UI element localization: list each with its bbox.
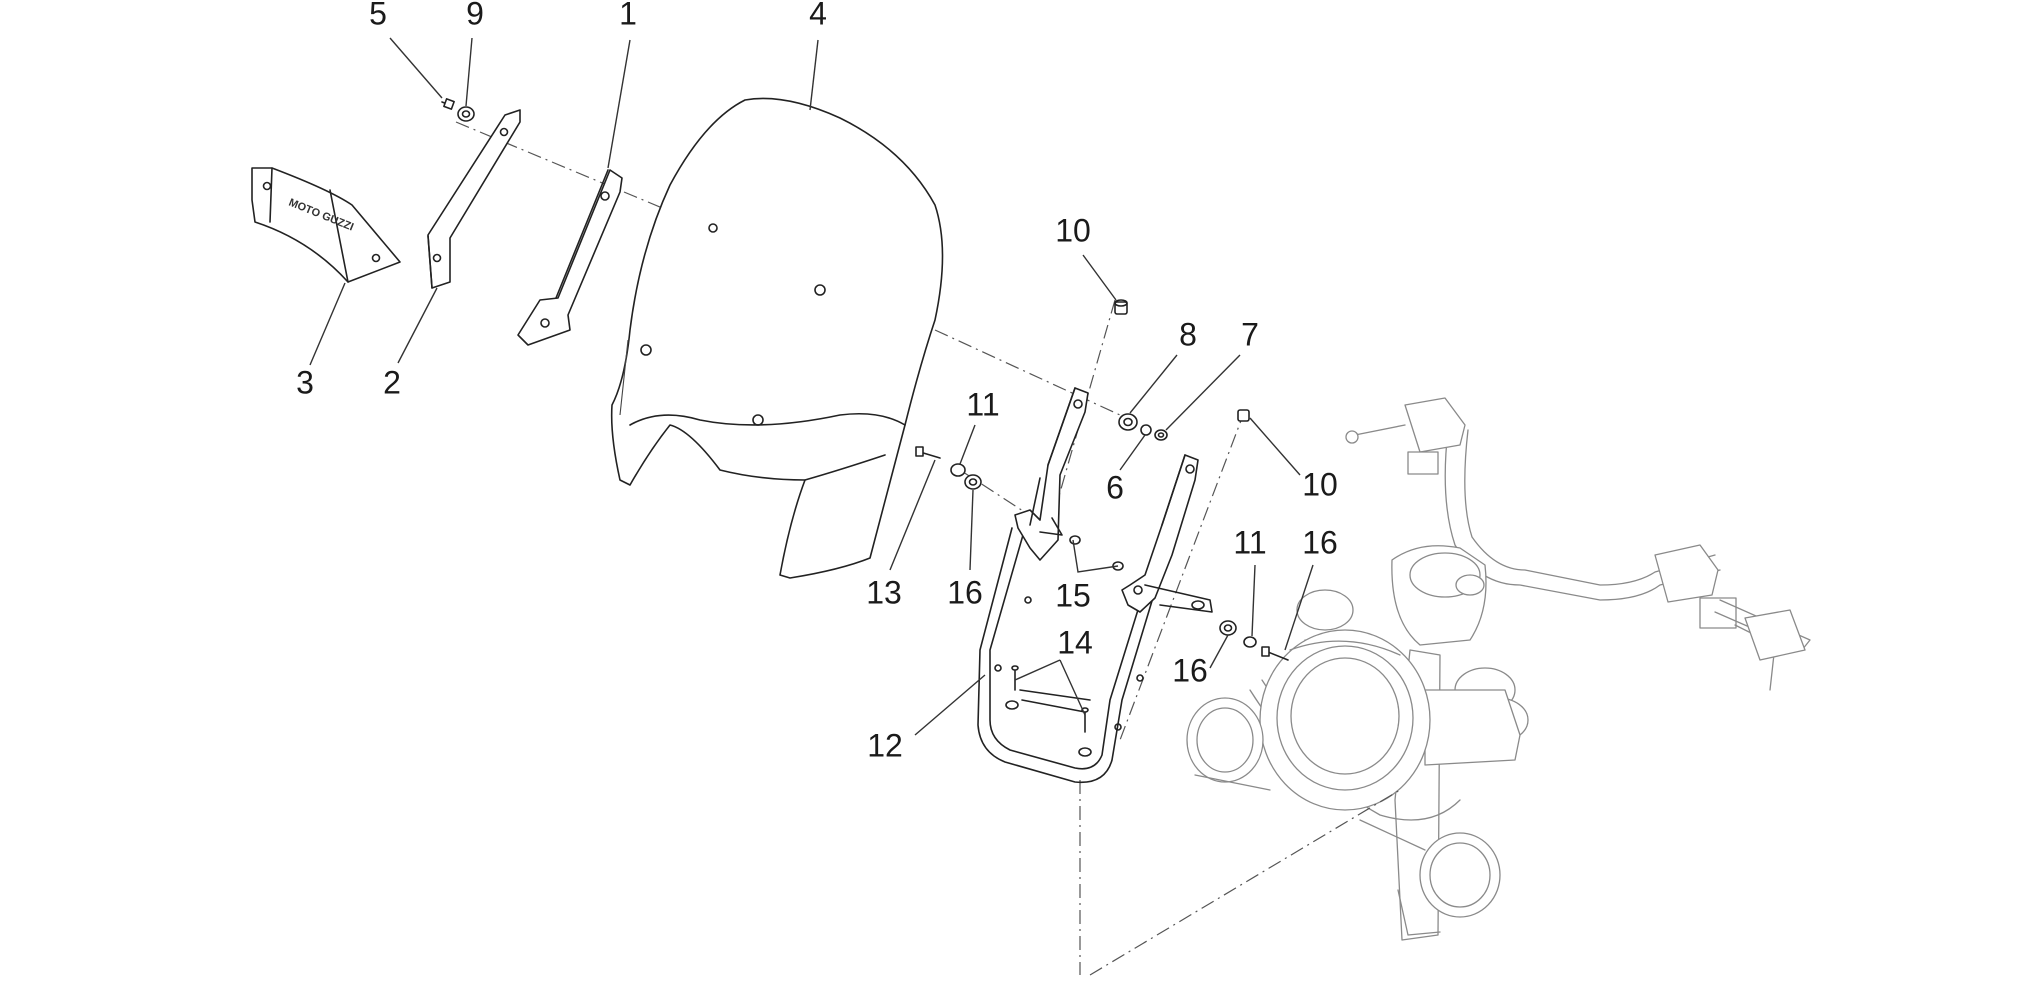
part-7-nut [1154,429,1168,441]
part-16-screw-right [1261,646,1289,661]
part-11-spacer-left [950,463,966,477]
part-3-badge: MOTO GUZZI [251,167,401,283]
left-upright-bracket [1014,387,1089,561]
part-1-inner-bracket [517,169,623,346]
callout-14: 14 [1057,624,1093,660]
part-12-mounting-frame [977,527,1166,784]
part-13-screw [915,446,941,459]
callout-10-right: 10 [1302,466,1338,502]
part-5-screw [441,98,455,110]
part-4-windscreen [610,97,944,579]
callout-15: 15 [1055,577,1091,613]
callout-4: 4 [809,0,827,31]
callout-13: 13 [866,574,902,610]
callout-2: 2 [383,364,401,400]
part-10-cap-nut-upper [1114,299,1128,315]
part-6-washer [1140,424,1152,436]
part-15-washers [1069,535,1124,571]
callout-3: 3 [296,364,314,400]
part-8-nut [1118,413,1138,431]
part-16-grommet-left [964,474,982,490]
part-2-outer-bracket [427,109,521,289]
callout-10-upper: 10 [1055,212,1091,248]
motorcycle-front-ghost [1186,397,1811,941]
callout-12: 12 [867,727,903,763]
callout-6: 6 [1106,469,1124,505]
callout-11-right: 11 [1233,524,1266,560]
callout-1: 1 [619,0,637,31]
callout-16-right: 16 [1302,524,1338,560]
hardware-parts [441,98,1289,733]
part-11-spacer-right [1243,636,1257,648]
callout-8: 8 [1179,316,1197,352]
callout-9: 9 [466,0,484,31]
callout-5: 5 [369,0,387,31]
right-upright-bracket [1121,454,1213,613]
callout-16-left: 16 [947,574,983,610]
callout-labels: 5 9 1 4 3 2 10 8 7 6 10 11 13 16 15 11 1… [296,0,1338,763]
leader-lines [309,37,1314,736]
callout-16-lower: 16 [1172,652,1208,688]
part-10-cap-nut-right [1237,409,1250,422]
callout-11-left: 11 [966,386,999,422]
part-9-washer [457,106,475,122]
part-16-grommet-right [1219,620,1237,636]
callout-7: 7 [1241,316,1259,352]
